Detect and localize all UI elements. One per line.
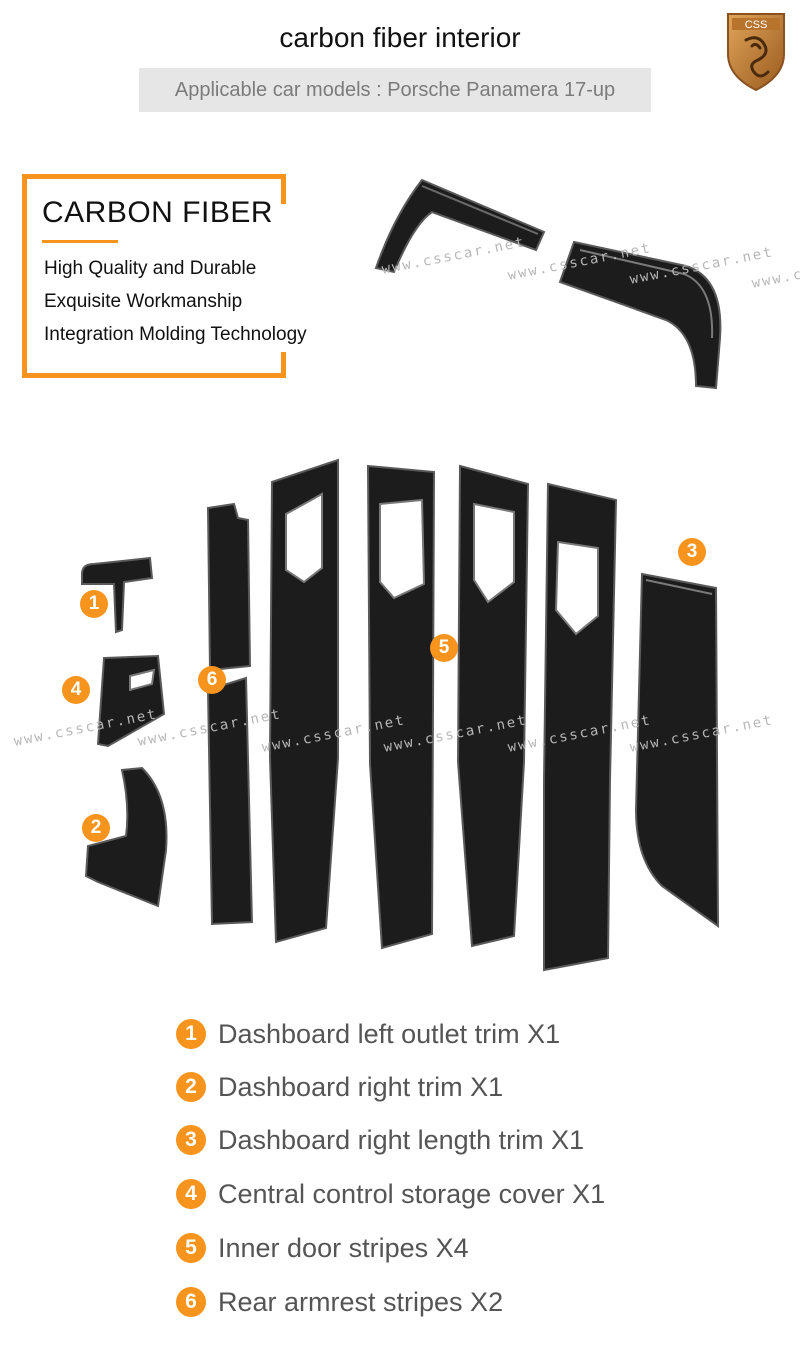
legend-text: Dashboard left outlet trim X1: [218, 1018, 561, 1049]
part-6-image: [206, 502, 254, 926]
dragon-shield-icon: [744, 36, 770, 78]
feature-box: [22, 174, 286, 378]
legend-item: 3 Dashboard right length trim X1: [176, 1122, 584, 1158]
feature-heading: CARBON FIBER: [42, 196, 274, 229]
feature-item: Integration Molding Technology: [44, 324, 307, 345]
feature-item: Exquisite Workmanship: [44, 291, 243, 312]
legend-number: 4: [176, 1179, 206, 1209]
legend-number: 5: [176, 1233, 206, 1263]
feature-box-corner-bottom: [281, 352, 286, 378]
badge-6: 6: [198, 666, 226, 694]
feature-box-bottom: [22, 373, 286, 378]
legend-item: 1 Dashboard left outlet trim X1: [176, 1016, 560, 1052]
applicable-models-banner: Applicable car models : Porsche Panamera…: [139, 68, 651, 112]
legend-number: 1: [176, 1019, 206, 1049]
legend-item: 2 Dashboard right trim X1: [176, 1069, 503, 1105]
part-3-image: [634, 572, 720, 928]
part-5-strip-image: [366, 464, 436, 950]
page-title: carbon fiber interior: [279, 22, 521, 53]
badge-3: 3: [678, 538, 706, 566]
part-5-strip-image: [543, 482, 618, 972]
part-5-strip-image: [268, 458, 339, 944]
legend-item: 6 Rear armrest stripes X2: [176, 1284, 503, 1320]
legend-text: Rear armrest stripes X2: [218, 1286, 504, 1317]
badge-4: 4: [62, 676, 90, 704]
feature-box-corner-top: [281, 174, 286, 204]
legend-item: 5 Inner door stripes X4: [176, 1230, 469, 1266]
legend-text: Central control storage cover X1: [218, 1178, 606, 1209]
legend-text: Dashboard right length trim X1: [218, 1124, 585, 1155]
part-4-image: [96, 654, 166, 748]
part-2-image: [84, 766, 168, 908]
top-left-trim-image: [374, 178, 546, 274]
feature-underline: [42, 240, 118, 243]
legend-text: Inner door stripes X4: [218, 1232, 469, 1263]
badge-1: 1: [80, 590, 108, 618]
legend-text: Dashboard right trim X1: [218, 1071, 504, 1102]
legend-item: 4 Central control storage cover X1: [176, 1176, 605, 1212]
part-1-image: [81, 556, 154, 634]
part-5-strip-image: [456, 464, 530, 948]
logo-text: CSS: [745, 19, 768, 31]
legend-number: 6: [176, 1287, 206, 1317]
legend-number: 3: [176, 1125, 206, 1155]
css-logo: CSS: [727, 13, 785, 92]
feature-item: High Quality and Durable: [44, 258, 257, 279]
badge-5: 5: [430, 634, 458, 662]
badge-2: 2: [82, 814, 110, 842]
legend-number: 2: [176, 1072, 206, 1102]
top-right-trim-image: [558, 240, 722, 390]
